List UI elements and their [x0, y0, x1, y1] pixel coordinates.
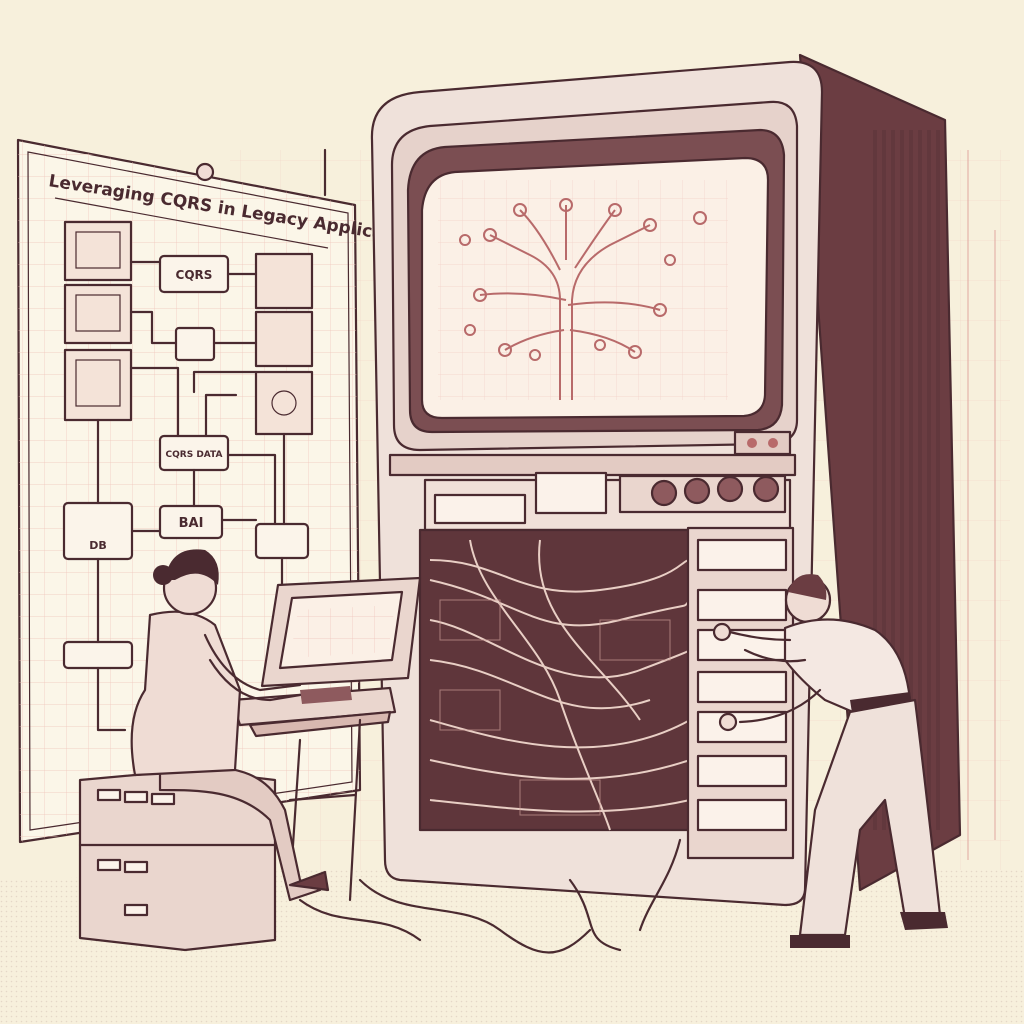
mainframe-cabinet: [370, 53, 962, 907]
floor-cables: [298, 838, 682, 954]
svg-text:CQRS: CQRS: [176, 268, 213, 282]
board-node-cqrs-data: CQRS DATA: [158, 434, 230, 472]
svg-text:CQRS DATA: CQRS DATA: [166, 450, 223, 460]
desk-terminal: [230, 576, 422, 902]
drive-slot-2: [534, 471, 608, 515]
board-box-left-1: [63, 220, 133, 282]
board-node-bai: BAI: [158, 504, 224, 540]
board-box-right-1: [254, 252, 314, 310]
svg-text:DB: DB: [89, 539, 107, 552]
board-box-left-3: [63, 348, 133, 422]
board-node-small: [174, 326, 216, 362]
board-box-left-2: [63, 283, 133, 345]
cabinet-interior: [418, 528, 692, 832]
board-node-bottom: [62, 640, 134, 670]
woman-operator-figure: [130, 549, 330, 902]
board-box-right-2: [254, 310, 314, 368]
board-node-db: DB: [62, 501, 134, 561]
stool-cabinet: [78, 768, 277, 952]
board-connectors: [96, 260, 286, 732]
board-node-right-small: [254, 522, 310, 560]
wiring-bundle: [429, 539, 695, 831]
circuit-boards: [439, 599, 671, 816]
circuit-tree-graphic: [459, 198, 707, 400]
board-hanger: [195, 162, 215, 182]
drive-slot-1: [433, 493, 527, 525]
control-knob-icon: [650, 475, 780, 507]
board-box-right-3: [254, 370, 314, 436]
man-technician-figure: [712, 574, 948, 948]
svg-text:BAI: BAI: [179, 516, 204, 531]
indicator-panel: [733, 430, 792, 456]
board-node-cqrs: CQRS: [158, 254, 230, 294]
